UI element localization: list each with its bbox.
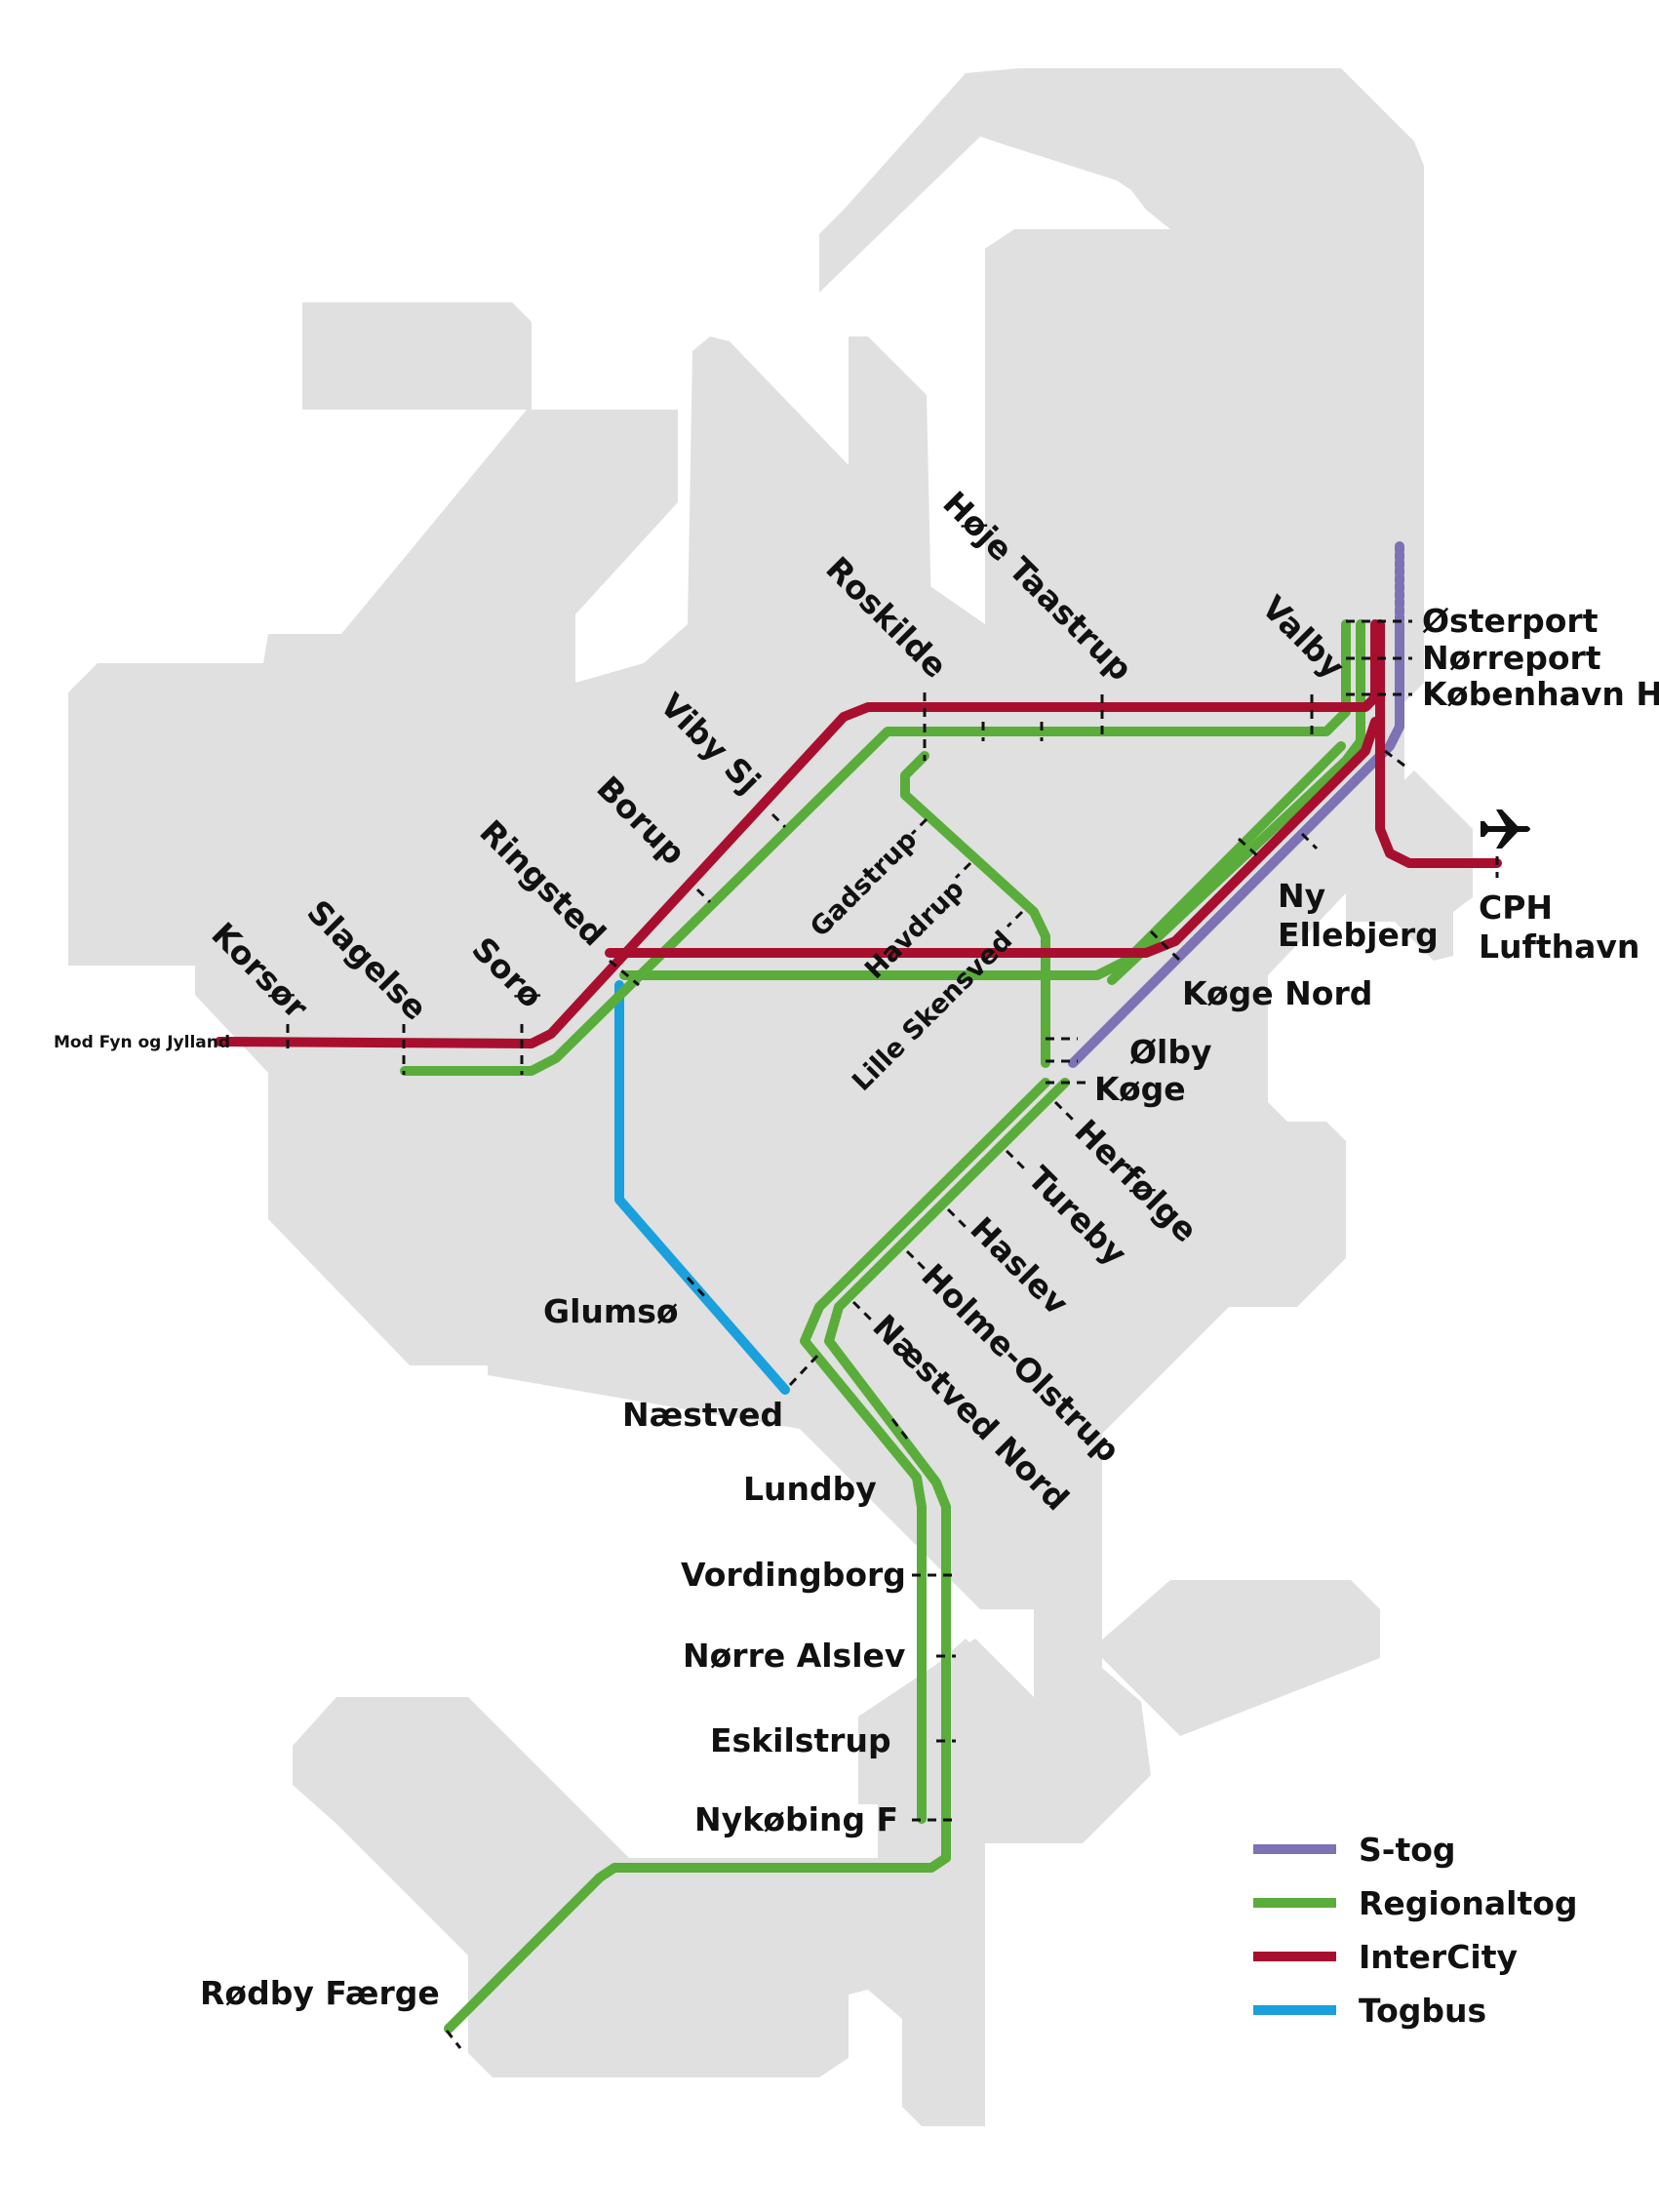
regional-line-south-a <box>800 1078 1050 1824</box>
tick-kbh-stog <box>1384 749 1405 768</box>
airplane-icon <box>1481 810 1530 849</box>
tick-ringsted <box>609 959 640 987</box>
land-mon <box>1092 1580 1380 1736</box>
legend-item-stog: S-tog <box>1253 1831 1456 1869</box>
tick-lille <box>1006 910 1024 928</box>
tick-naestved <box>788 1352 821 1387</box>
label-rodby: Rødby Færge <box>200 1974 440 2012</box>
label-lundby: Lundby <box>743 1470 877 1508</box>
legend-label-regional: Regionaltog <box>1359 1884 1578 1922</box>
rail-lines <box>215 541 1502 2034</box>
label-norreport: Nørreport <box>1422 639 1601 677</box>
legend-item-regional: Regionaltog <box>1253 1884 1578 1922</box>
land-fjord-island <box>849 336 931 702</box>
stog-line <box>1068 619 1404 1068</box>
tick-ny-b <box>1300 832 1319 850</box>
label-cph: CPH <box>1479 889 1553 927</box>
label-ellebjerg: Ellebjerg <box>1278 916 1439 954</box>
label-kobenhavn-h: København H <box>1422 675 1659 713</box>
tick-rodby <box>445 2030 462 2049</box>
tick-glumso <box>686 1276 709 1301</box>
tick-naestved-nord <box>851 1300 875 1323</box>
label-naestved: Næstved <box>622 1396 783 1434</box>
station-ticks <box>286 619 1499 2049</box>
tick-borup <box>695 888 712 904</box>
legend-item-intercity: InterCity <box>1253 1938 1518 1976</box>
tick-koge-nord <box>1149 929 1182 963</box>
tick-havdrup <box>954 861 972 880</box>
label-glumso: Glumsø <box>543 1292 679 1330</box>
legend-item-togbus: Togbus <box>1253 1992 1486 2030</box>
label-nykobing: Nykøbing F <box>694 1800 898 1838</box>
label-lufthavn: Lufthavn <box>1479 928 1639 966</box>
tick-lundby <box>890 1418 909 1440</box>
label-ny: Ny <box>1278 877 1325 915</box>
tick-tureby <box>1005 1149 1026 1170</box>
tick-viby <box>770 812 787 829</box>
regional-line-koge <box>1107 619 1365 985</box>
label-koge: Køge <box>1094 1070 1186 1108</box>
land-falster-north <box>858 1639 1083 1804</box>
legend-label-intercity: InterCity <box>1359 1938 1518 1976</box>
legend: S-tog Regionaltog InterCity Togbus <box>1253 1831 1578 2030</box>
tick-haslev <box>946 1207 968 1229</box>
legend-label-stog: S-tog <box>1359 1831 1456 1869</box>
intercity-line-ringsted-koge <box>605 717 1380 958</box>
label-koge-nord: Køge Nord <box>1182 974 1372 1012</box>
tick-gadstrup <box>910 817 928 836</box>
tick-holme <box>905 1249 927 1271</box>
label-eskilstrup: Eskilstrup <box>710 1721 891 1759</box>
tick-ny <box>1237 837 1262 860</box>
regional-line-ringsted-east <box>619 741 1346 980</box>
togbus-line <box>614 980 790 1395</box>
tick-herfolge <box>1053 1100 1075 1122</box>
intercity-line-airport <box>1375 619 1502 868</box>
label-olby: Ølby <box>1129 1033 1212 1071</box>
legend-label-togbus: Togbus <box>1359 1992 1486 2030</box>
label-osterport: Østerport <box>1422 602 1599 640</box>
intercity-line <box>215 619 1380 1048</box>
label-norre-alslev: Nørre Alslev <box>683 1637 906 1675</box>
land-zealand <box>68 68 1424 1609</box>
label-mod-fyn: Mod Fyn og Jylland <box>54 1033 230 1052</box>
label-vordingborg: Vordingborg <box>681 1556 906 1594</box>
regional-line-south-b <box>444 1078 1070 2034</box>
